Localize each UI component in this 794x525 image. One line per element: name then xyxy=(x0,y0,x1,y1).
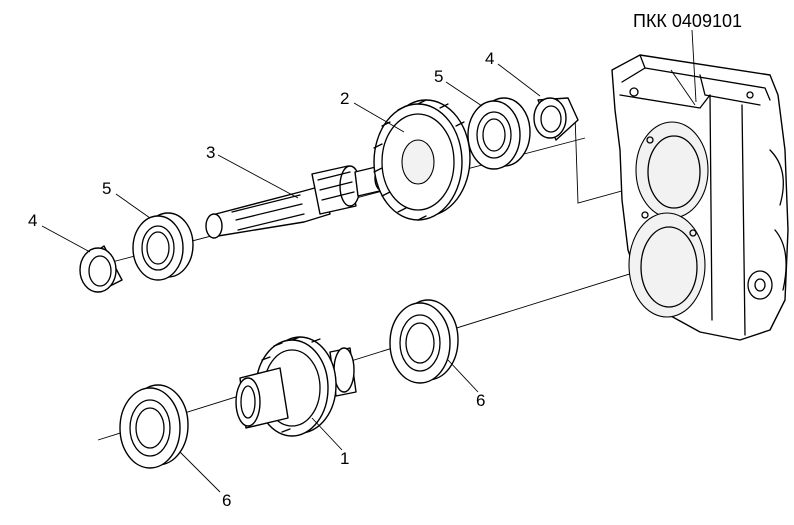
gear-1 xyxy=(235,336,357,437)
drawing-title: ПКК 0409101 xyxy=(633,11,742,31)
callout-5-top: 5 xyxy=(434,67,444,86)
callout-2: 2 xyxy=(340,89,350,108)
bearing-6-left xyxy=(119,384,189,469)
splined-shaft-3 xyxy=(205,165,388,239)
callout-4-left: 4 xyxy=(28,211,38,230)
seal-4-top xyxy=(533,97,579,141)
callout-3: 3 xyxy=(206,143,216,162)
callout-4-top: 4 xyxy=(485,49,495,68)
gearbox-housing xyxy=(611,54,789,341)
gear-2 xyxy=(373,99,471,221)
bearing-5-left xyxy=(132,212,194,281)
seal-4-left xyxy=(79,245,123,293)
callout-6-left: 6 xyxy=(222,491,232,510)
callout-1: 1 xyxy=(340,449,350,468)
callout-5-left: 5 xyxy=(102,179,112,198)
bearing-5-top xyxy=(467,97,531,170)
leader-lines xyxy=(41,29,697,493)
callout-6-right: 6 xyxy=(476,391,486,410)
bearing-6-right xyxy=(389,299,459,384)
